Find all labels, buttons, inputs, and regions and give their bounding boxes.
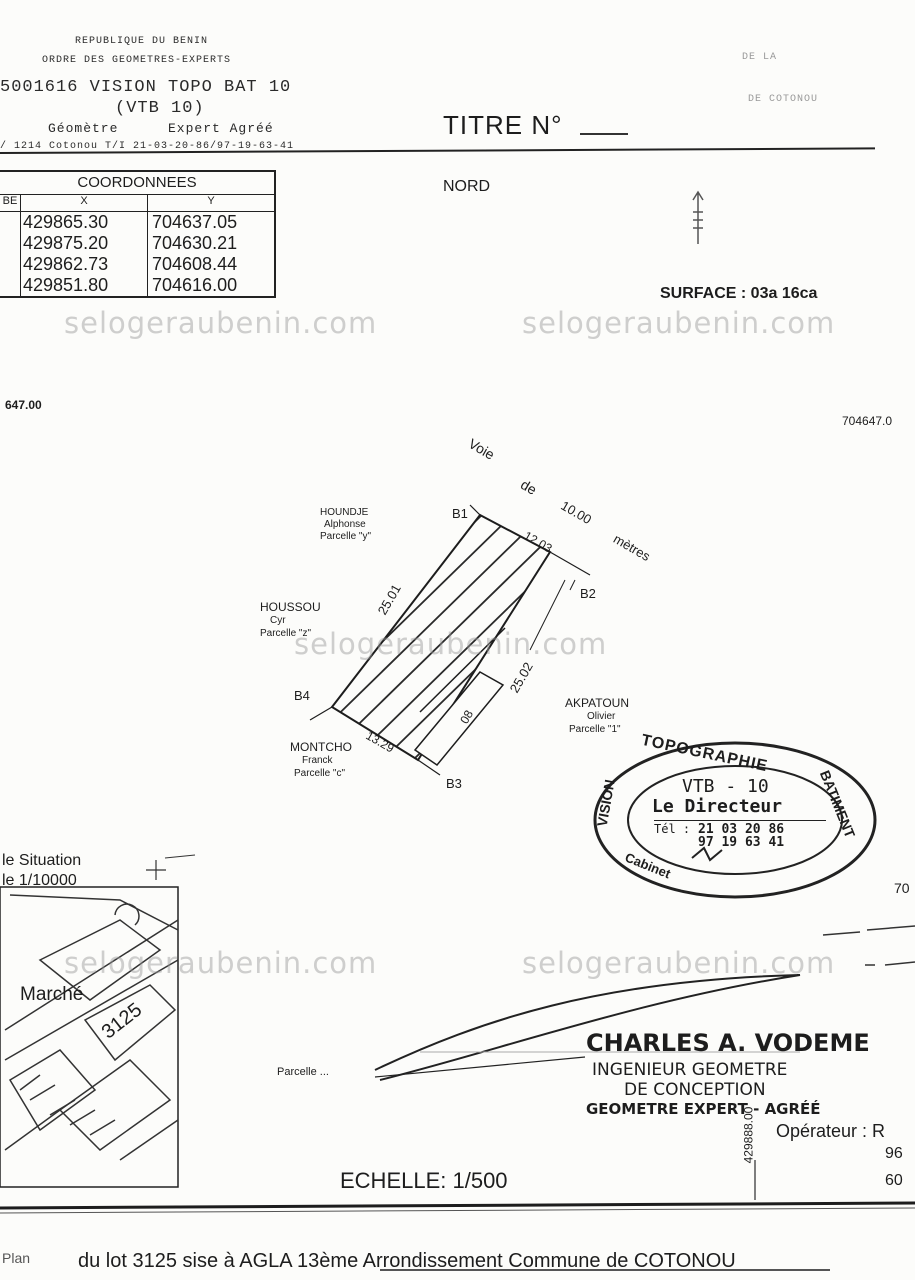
left-coord-label: 647.00 — [5, 398, 42, 412]
coord-y: 704608.44 — [152, 254, 238, 274]
neighbor-bottom: MONTCHO Franck Parcelle "c" — [290, 740, 352, 780]
cabinet-stamp: TOPOGRAPHIE BATIMENT VISION Cabinet VTB … — [592, 732, 878, 900]
coords-col-x: X — [21, 195, 148, 211]
coord-y: 704630.21 — [152, 233, 238, 253]
engineer-title-1: INGENIEUR GEOMETRE — [592, 1060, 788, 1080]
coords-col-y: Y — [207, 195, 215, 207]
situation-marche: Marché — [20, 984, 84, 1005]
header-cabinet: 5001616 VISION TOPO BAT 10 — [0, 78, 292, 97]
engineer-title-2: DE CONCEPTION — [624, 1080, 766, 1100]
titre-label: TITRE N° — [443, 110, 563, 140]
borne-b1: B1 — [452, 506, 468, 521]
north-label: NORD — [443, 178, 491, 195]
operator-label: Opérateur : R — [776, 1121, 886, 1141]
situation-title: le Situation — [2, 852, 82, 869]
stamp-phone-2: 97 19 63 41 — [698, 835, 785, 850]
borne-b4: B4 — [294, 688, 310, 703]
coord-x: 429862.73 — [21, 254, 148, 275]
stamp-director: Le Directeur — [652, 796, 783, 817]
footer-prefix: Plan — [2, 1250, 31, 1266]
side-number-2: 60 — [885, 1172, 903, 1189]
coord-x: 429865.30 — [21, 212, 148, 233]
header-order: ORDRE DES GEOMETRES-EXPERTS — [42, 55, 232, 66]
north-arrow-icon — [690, 190, 706, 251]
location-pointer — [374, 974, 801, 1081]
scale-label: ECHELLE: 1/500 — [340, 1168, 508, 1193]
neighbor-right: AKPATOUN Olivier Parcelle "1" — [565, 696, 630, 736]
inner-block — [413, 671, 505, 767]
stamp-code: VTB - 10 — [682, 776, 769, 797]
coord-x: 429875.20 — [21, 233, 148, 254]
situation-parcel-ref: Parcelle ... — [277, 1066, 329, 1078]
right-coord-label: 704647.0 — [842, 414, 893, 428]
neighbor-left: HOUSSOU Cyr Parcelle "z" — [260, 600, 321, 640]
header-role-left: Géomètre — [48, 121, 119, 136]
header-role-right: Expert Agréé — [168, 121, 274, 136]
coords-table: COORDONNEES BE X Y 429865.30 704637.05 4… — [0, 170, 276, 298]
watermark: selogeraubenin.com — [522, 946, 836, 980]
table-row: 429865.30 704637.05 — [0, 212, 274, 233]
surface-label: SURFACE : 03a 16ca — [660, 285, 818, 302]
table-row: 429862.73 704608.44 — [0, 254, 274, 275]
table-row: 429875.20 704630.21 — [0, 233, 274, 254]
footer-text: du lot 3125 sise à AGLA 13ème Arrondisse… — [78, 1250, 736, 1272]
coords-title: COORDONNEES — [0, 172, 274, 195]
header-abbr: (VTB 10) — [115, 99, 205, 118]
coord-y: 704637.05 — [152, 212, 238, 232]
watermark: selogeraubenin.com — [64, 946, 378, 980]
stamp-phone-label: Tél : — [654, 822, 691, 836]
coords-col-borne: BE — [0, 195, 21, 211]
engineer-title-3: GEOMETRE EXPERT - AGRÉÉ — [586, 1100, 821, 1118]
header-republic: REPUBLIQUE DU BENIN — [75, 36, 209, 47]
vertical-coord: 429888.00 — [741, 1106, 756, 1164]
crosshair-icon — [146, 860, 166, 880]
side-number-1: 96 — [885, 1145, 903, 1162]
watermark: selogeraubenin.com — [64, 306, 378, 340]
borne-b3: B3 — [446, 776, 462, 791]
situation-map — [0, 886, 179, 1188]
watermark: selogeraubenin.com — [522, 306, 836, 340]
table-row: 429851.80 704616.00 — [0, 275, 274, 296]
neighbor-top: HOUNDJE Alphonse Parcelle "y" — [320, 507, 372, 542]
stamp-phone-1: 21 03 20 86 — [698, 822, 785, 837]
borne-b2: B2 — [580, 586, 596, 601]
titre-blank-line — [580, 133, 628, 135]
corner-note-1: DE LA — [742, 52, 778, 63]
header-contact: / 1214 Cotonou T/I 21-03-20-86/97-19-63-… — [0, 141, 295, 152]
corner-note-2: DE COTONOU — [748, 94, 819, 105]
situation-scale: le 1/10000 — [2, 872, 77, 889]
coord-y: 704616.00 — [152, 275, 238, 295]
engineer-name: CHARLES A. VODEME — [586, 1029, 870, 1057]
coord-x: 429851.80 — [21, 275, 148, 296]
right-edge-coord: 70 — [894, 880, 910, 896]
watermark: selogeraubenin.com — [294, 627, 608, 661]
